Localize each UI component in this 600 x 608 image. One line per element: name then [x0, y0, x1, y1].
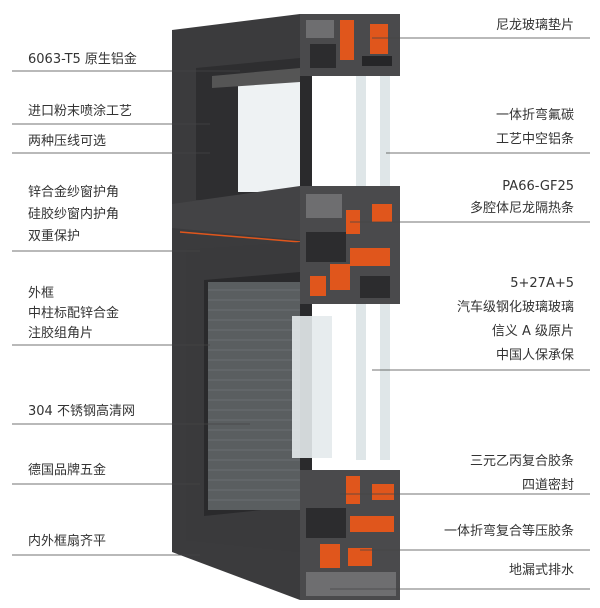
label-glass-spacer-pad: 尼龙玻璃垫片 — [496, 18, 574, 34]
label-line: 中国人保承保 — [495, 348, 574, 363]
label-aluminum-alloy: 6063-T5 原生铝金 — [28, 52, 137, 68]
top-profile-section — [300, 14, 400, 76]
label-hardware: 德国品牌五金 — [28, 463, 106, 479]
label-line: 信义 A 级原片 — [491, 324, 574, 339]
label-thermal-break: PA66-GF25 多腔体尼龙隔热条 — [470, 176, 574, 220]
label-pressure-gasket: 一体折弯复合等压胶条 — [444, 524, 574, 540]
label-powder-coating: 进口粉末喷涂工艺 — [28, 104, 132, 120]
label-stainless-screen: 304 不锈钢高清网 — [28, 404, 135, 420]
label-line: 汽车级钢化玻璃玻璃 — [456, 300, 574, 315]
label-line: 中柱标配锌合金 — [28, 306, 120, 321]
label-drainage: 地漏式排水 — [509, 563, 574, 579]
label-line: PA66-GF25 — [502, 179, 574, 194]
middle-profile-section — [300, 186, 400, 304]
label-line: 5+27A+5 — [510, 276, 574, 291]
label-line: 多腔体尼龙隔热条 — [469, 201, 574, 216]
label-line: 一体折弯复合等压胶条 — [443, 524, 574, 539]
label-line: 锌合金纱窗护角 — [28, 185, 120, 200]
label-line: 德国品牌五金 — [28, 463, 107, 478]
label-line: 一体折弯氟碳 — [495, 108, 574, 123]
label-glass-spec: 5+27A+5 汽车级钢化玻璃玻璃 信义 A 级原片 中国人保承保 — [457, 272, 574, 368]
bottom-profile-section — [300, 470, 400, 600]
label-line: 硅胶纱窗内护角 — [28, 207, 120, 222]
label-corner-joint: 外框 中柱标配锌合金 注胶组角片 — [28, 284, 119, 344]
label-line: 外框 — [28, 286, 55, 301]
insulated-glass — [356, 40, 390, 460]
label-line: 工艺中空铝条 — [495, 132, 574, 147]
label-line: 6063-T5 原生铝金 — [28, 52, 137, 67]
upper-fixed-pane — [196, 58, 300, 200]
label-line: 三元乙丙复合胶条 — [469, 454, 574, 469]
label-line: 304 不锈钢高清网 — [28, 404, 135, 419]
transom-bar — [172, 186, 301, 243]
label-line: 进口粉末喷涂工艺 — [28, 104, 133, 119]
insect-screen — [208, 282, 332, 510]
label-screen-corner-protection: 锌合金纱窗护角 硅胶纱窗内护角 双重保护 — [28, 182, 119, 248]
label-spacer-bar: 一体折弯氟碳 工艺中空铝条 — [496, 104, 574, 152]
label-epdm-seal: 三元乙丙复合胶条 四道密封 — [470, 450, 574, 498]
label-line: 两种压线可选 — [28, 134, 107, 149]
label-line: 注胶组角片 — [28, 326, 94, 341]
label-line: 四道密封 — [521, 478, 574, 493]
label-flush-frame: 内外框扇齐平 — [28, 534, 106, 550]
label-line: 内外框扇齐平 — [28, 534, 107, 549]
label-line: 尼龙玻璃垫片 — [495, 18, 574, 33]
leader-lines — [12, 37, 590, 590]
label-line: 双重保护 — [28, 229, 81, 244]
label-glazing-bead: 两种压线可选 — [28, 134, 106, 150]
label-line: 地漏式排水 — [508, 563, 574, 578]
